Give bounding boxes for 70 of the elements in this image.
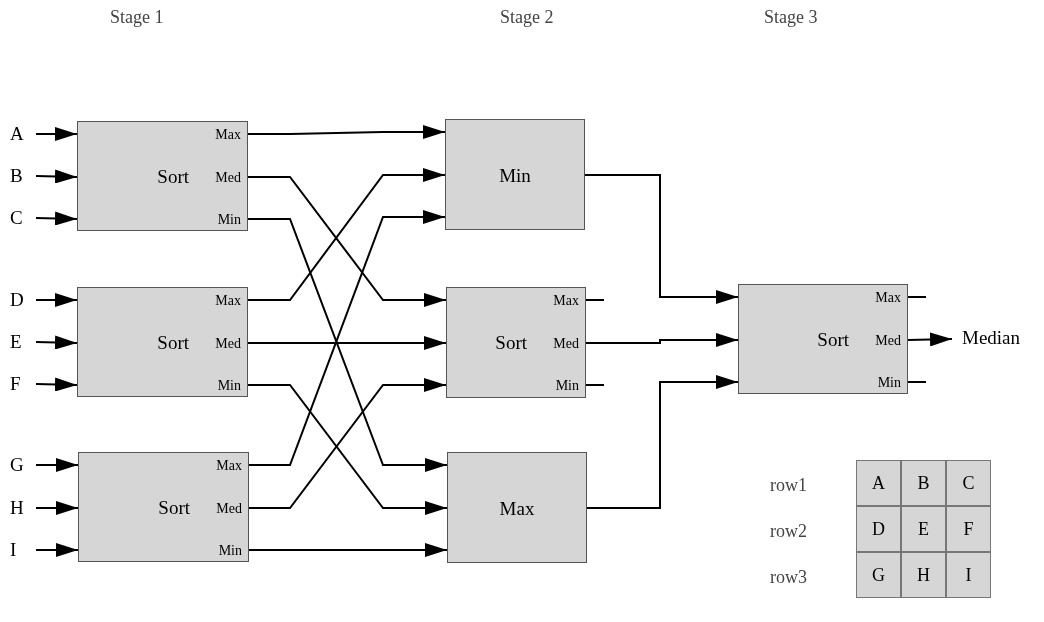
block-label: Sort bbox=[157, 331, 189, 355]
port-label: Min bbox=[217, 377, 241, 395]
input-label: D bbox=[10, 289, 32, 311]
grid-cell: G bbox=[856, 552, 901, 598]
port-label: Min bbox=[218, 542, 242, 560]
stage-heading: Stage 1 bbox=[110, 6, 165, 29]
arrow bbox=[35, 335, 78, 350]
arrow bbox=[35, 543, 79, 557]
input-label: B bbox=[10, 165, 32, 187]
port-label: Max bbox=[216, 457, 242, 475]
arrow bbox=[586, 375, 739, 509]
arrow bbox=[35, 169, 78, 184]
row-label: row1 bbox=[770, 474, 808, 496]
operator-block bbox=[445, 119, 585, 230]
input-label: I bbox=[10, 539, 32, 561]
port-label: Med bbox=[216, 500, 242, 518]
arrow bbox=[35, 501, 79, 515]
arrow bbox=[35, 211, 78, 226]
input-label: C bbox=[10, 207, 32, 229]
input-label: Median bbox=[962, 327, 1038, 351]
grid-cell: B bbox=[901, 460, 946, 506]
arrow bbox=[35, 458, 79, 472]
arrow bbox=[907, 332, 953, 347]
port-label: Min bbox=[555, 377, 579, 395]
row-label: row3 bbox=[770, 566, 808, 588]
arrow bbox=[35, 293, 78, 307]
port-label: Min bbox=[877, 374, 901, 392]
grid-cell: F bbox=[946, 506, 991, 552]
sort-block bbox=[738, 284, 908, 394]
stage-heading: Stage 2 bbox=[500, 6, 555, 29]
block-label: Sort bbox=[495, 331, 527, 355]
grid-cell: E bbox=[901, 506, 946, 552]
sort-block bbox=[78, 452, 249, 562]
input-label: H bbox=[10, 497, 32, 519]
port-label: Med bbox=[215, 335, 241, 353]
grid-cell: A bbox=[856, 460, 901, 506]
stage-heading: Stage 3 bbox=[764, 6, 819, 29]
port-label: Max bbox=[215, 126, 241, 144]
operator-block bbox=[447, 452, 587, 563]
sort-block bbox=[446, 287, 586, 398]
arrow bbox=[585, 333, 739, 347]
input-label: G bbox=[10, 454, 32, 476]
port-label: Med bbox=[553, 335, 579, 353]
port-label: Max bbox=[215, 292, 241, 310]
sort-block bbox=[77, 287, 248, 397]
input-label: F bbox=[10, 373, 32, 395]
input-label: E bbox=[10, 331, 32, 353]
arrow bbox=[248, 543, 448, 557]
grid-cell: C bbox=[946, 460, 991, 506]
grid-cell: I bbox=[946, 552, 991, 598]
block-label: Sort bbox=[157, 165, 189, 189]
port-label: Max bbox=[553, 292, 579, 310]
port-label: Med bbox=[875, 332, 901, 350]
block-label: Max bbox=[498, 497, 536, 521]
arrow bbox=[35, 127, 78, 141]
block-label: Min bbox=[498, 164, 532, 188]
input-label: A bbox=[10, 123, 32, 145]
arrow bbox=[584, 174, 739, 304]
arrow bbox=[247, 336, 447, 350]
grid-cell: H bbox=[901, 552, 946, 598]
block-label: Sort bbox=[817, 328, 849, 352]
row-label: row2 bbox=[770, 520, 808, 542]
arrow bbox=[247, 125, 446, 139]
sort-block bbox=[77, 121, 248, 231]
grid-cell: D bbox=[856, 506, 901, 552]
port-label: Med bbox=[215, 169, 241, 187]
block-label: Sort bbox=[158, 496, 190, 520]
port-label: Max bbox=[875, 289, 901, 307]
arrow bbox=[35, 377, 78, 392]
port-label: Min bbox=[217, 211, 241, 229]
